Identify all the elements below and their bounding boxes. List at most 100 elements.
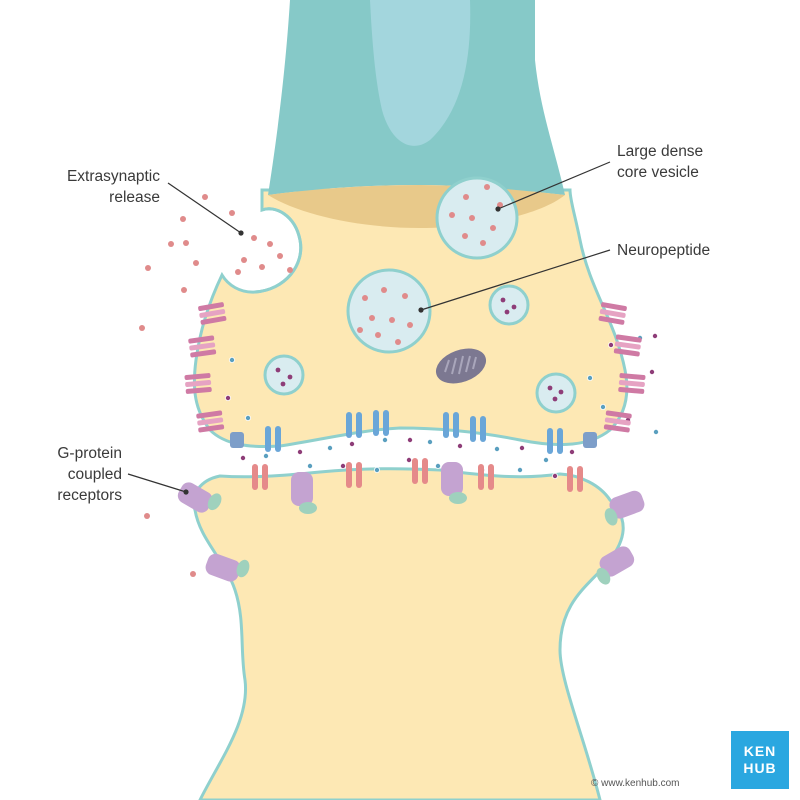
neuropeptide-dot <box>381 287 387 293</box>
pink-receptor-part <box>184 373 211 380</box>
blue-channel-part <box>453 412 459 438</box>
g-protein <box>236 559 250 578</box>
pink-receptor <box>196 410 225 433</box>
g-protein <box>596 567 611 585</box>
pink-receptor-part <box>199 309 226 318</box>
transmitter-dot <box>552 472 559 479</box>
blue-channel-part <box>373 410 379 436</box>
red-channel <box>252 464 268 490</box>
transmitter-dot <box>653 428 660 435</box>
transmitter-dot <box>608 341 615 348</box>
neuropeptide-dot <box>287 267 293 273</box>
neuropeptide-dot <box>469 215 475 221</box>
neuropeptide-dot <box>180 216 186 222</box>
gpcr <box>205 553 250 582</box>
neuropeptide-dot <box>235 269 241 275</box>
transmitter-dot <box>587 374 594 381</box>
large-dense-core-vesicle <box>346 268 432 354</box>
blue-channel-part <box>383 410 389 436</box>
label-line: G-protein <box>57 445 122 462</box>
pink-receptor-part <box>190 349 217 358</box>
leader-dot <box>238 230 244 236</box>
transmitter-dot <box>558 389 564 395</box>
neuropeptide-dot <box>145 265 151 271</box>
transmitter-dot <box>543 456 550 463</box>
transmitter-dot <box>493 445 500 452</box>
label-line: Neuropeptide <box>617 242 711 259</box>
transmitter-dot <box>426 438 433 445</box>
transmitter-dot <box>306 462 313 469</box>
transmitter-dot <box>296 448 303 455</box>
pink-receptor-part <box>604 417 631 426</box>
pink-receptor-part <box>603 424 630 433</box>
neuropeptide-dot <box>190 571 196 577</box>
neuropeptide-dot <box>357 327 363 333</box>
transmitter-dot <box>600 403 607 410</box>
pink-receptor-part <box>613 348 640 357</box>
transmitter-dot <box>244 414 251 421</box>
neuropeptide-dot <box>168 241 174 247</box>
transmitter-dot <box>405 456 412 463</box>
neuropeptide-dot <box>389 317 395 323</box>
label-large-dense-core-vesicle: Large dense core vesicle <box>617 141 767 183</box>
red-channel-part <box>412 458 418 484</box>
transmitter-dot <box>406 436 413 443</box>
gpcr <box>441 462 467 504</box>
leader-gpcr <box>127 473 187 493</box>
leader-neuropeptide <box>420 249 611 311</box>
pink-receptor-part <box>599 309 626 318</box>
postsynaptic-neuron <box>192 467 625 800</box>
neuropeptide-dot <box>395 339 401 345</box>
transmitter-dot <box>504 309 510 315</box>
blue-channel-part <box>557 428 563 454</box>
transmitter-dot <box>326 444 333 451</box>
pink-receptor-part <box>189 342 216 351</box>
red-channel-part <box>488 464 494 490</box>
large-dense-core-vesicle <box>435 176 519 260</box>
transmitter-dot <box>456 442 463 449</box>
red-channel <box>412 458 428 484</box>
blue-channel <box>265 426 281 452</box>
transmitter-dot <box>381 436 388 443</box>
mitochondrion-cristae <box>444 355 477 375</box>
neuropeptide-dot <box>202 194 208 200</box>
gpcr <box>604 490 645 526</box>
blue-channel-part <box>265 426 271 452</box>
pink-receptor <box>618 373 646 394</box>
pink-receptor-part <box>197 417 224 426</box>
membrane-protein <box>583 432 597 448</box>
neuropeptide-dot <box>229 210 235 216</box>
pink-receptor-part <box>188 335 215 344</box>
red-channel-part <box>346 462 352 488</box>
pink-receptor-part <box>601 302 627 311</box>
neuropeptide-dot <box>463 194 469 200</box>
label-line: receptors <box>57 487 122 504</box>
blue-channel-part <box>275 426 281 452</box>
transmitter-dot <box>228 356 235 363</box>
pink-receptor <box>603 410 632 433</box>
neuropeptide-dot <box>484 184 490 190</box>
red-channel <box>567 466 583 492</box>
leader-lines <box>127 161 611 493</box>
axon-inner <box>370 0 471 146</box>
red-channel-part <box>422 458 428 484</box>
transmitter-dot <box>511 304 517 310</box>
release-pocket <box>254 207 303 294</box>
receptors-layer <box>177 302 646 585</box>
leader-vesicle <box>497 161 611 210</box>
label-line: Large dense <box>617 143 704 160</box>
pink-receptor-part <box>598 315 625 325</box>
pink-receptor <box>598 302 627 325</box>
gpcr-body <box>205 553 241 582</box>
neuropeptide-dot <box>449 212 455 218</box>
transmitter-dot <box>547 385 553 391</box>
neuropeptide-dot <box>407 322 413 328</box>
leader-dot <box>183 489 189 495</box>
membrane-protein <box>230 432 244 448</box>
neuropeptide-dot <box>241 257 247 263</box>
red-channel-part <box>262 464 268 490</box>
transmitter-dot <box>239 454 246 461</box>
neuropeptide-dot <box>267 241 273 247</box>
neuropeptide-dot <box>480 240 486 246</box>
